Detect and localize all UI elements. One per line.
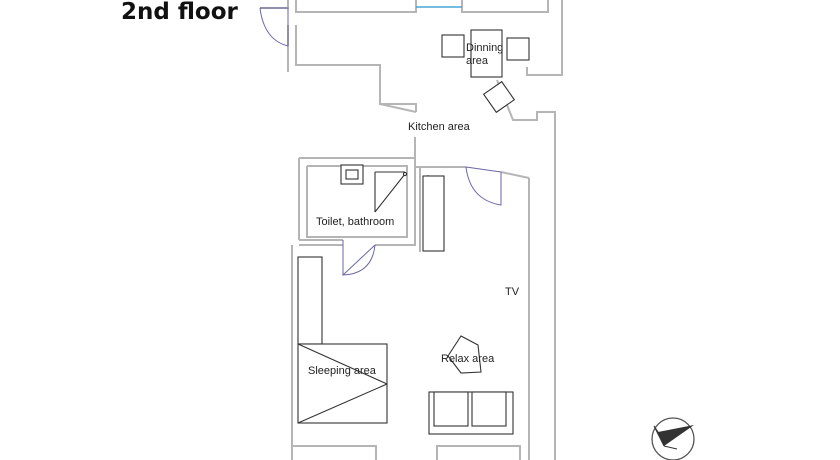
tv-label: TV [505,286,520,298]
bathroom-door [342,240,376,277]
tv-cabinet [422,175,445,252]
wardrobe [297,256,323,345]
doors [259,7,502,277]
relax-label: Relax area [441,353,495,365]
dining-chair-right [506,37,530,61]
entrance-door [260,7,289,46]
walls [260,0,563,460]
dining-label-line1: Dinning [466,42,503,54]
kitchen-door [465,166,502,173]
kitchen-label: Kitchen area [408,121,471,133]
compass-icon [651,417,695,460]
dining-label-line2: area [466,55,489,67]
sleeping-label: Sleeping area [308,365,377,377]
furniture [297,29,530,435]
coffee-table [447,335,482,374]
kitchen-chair [482,80,516,114]
floor-title: 2nd floor [121,0,238,25]
dining-chair-left [441,34,465,58]
dining-label: Dinning area [466,42,506,67]
dining-table [470,29,503,78]
bed [297,343,388,424]
bathroom-label: Toilet, bathroom [316,216,394,228]
